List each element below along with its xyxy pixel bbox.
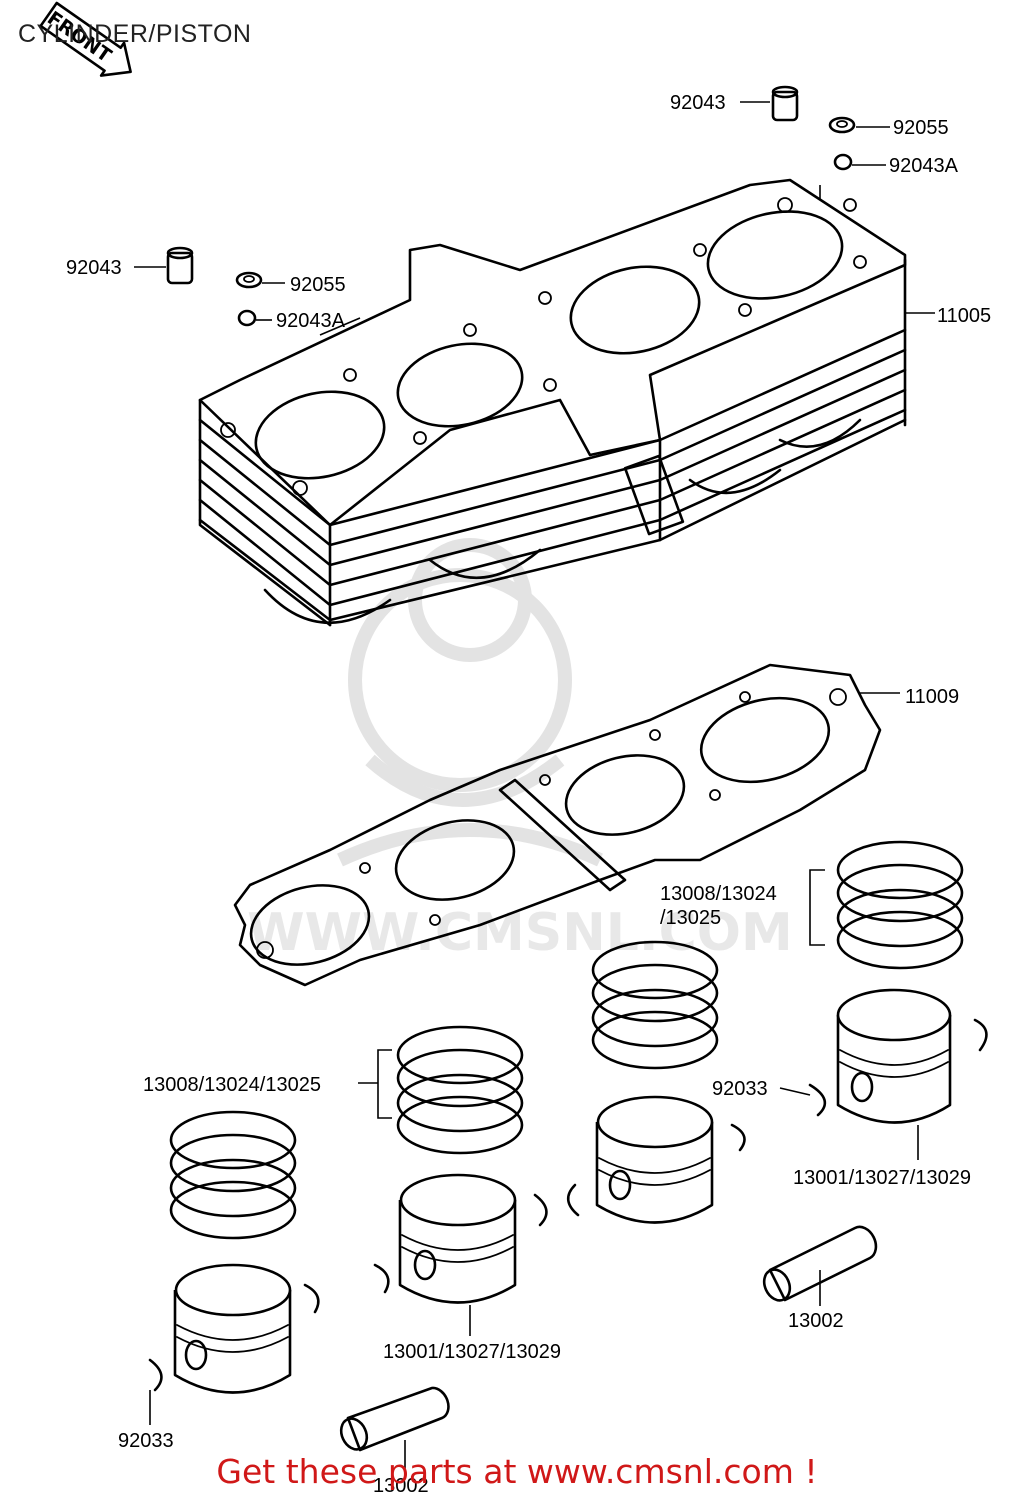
label-92033-left: 92033 [118, 1430, 174, 1452]
label-piston-right: 13001/13027/13029 [793, 1167, 971, 1189]
label-92055-left: 92055 [290, 274, 346, 296]
top-dowel-pin [771, 85, 799, 122]
label-92043a-left: 92043A [276, 310, 346, 332]
label-92043a-top: 92043A [889, 155, 959, 177]
top-washer [828, 116, 856, 134]
label-rings-right-line1: 13008/13024 [660, 883, 777, 905]
cmsnl-footer-link[interactable]: Get these parts at www.cmsnl.com ! [216, 1452, 818, 1491]
left-oring [237, 309, 257, 327]
ring-set-mid [396, 1025, 524, 1155]
piston-pin-right [762, 1225, 878, 1302]
piston-pin-bottom [339, 1386, 450, 1452]
left-washer [235, 271, 263, 289]
ring-set-left [169, 1110, 297, 1240]
label-92055-top: 92055 [893, 117, 949, 139]
label-rings-right-line2: /13025 [660, 907, 721, 929]
label-11005: 11005 [937, 305, 991, 327]
left-dowel-pin [166, 246, 194, 285]
piston-right [836, 988, 952, 1124]
cylinder-block [198, 178, 907, 627]
callout-labels: 92043 92055 92043A 92043 92055 92043A 11… [66, 92, 991, 1497]
piston-left [173, 1263, 292, 1394]
cylinder-gasket [233, 663, 882, 987]
label-rings-left: 13008/13024/13025 [143, 1074, 321, 1096]
page-title: CYLINDER/PISTON [18, 20, 252, 48]
circlips [148, 1018, 988, 1392]
leader-lines [134, 101, 935, 1475]
piston-mid [398, 1173, 517, 1304]
ring-set-center [591, 940, 719, 1070]
label-92043-top: 92043 [670, 92, 726, 114]
ring-set-right [836, 840, 964, 970]
top-oring [833, 153, 853, 171]
label-92033-right: 92033 [712, 1078, 768, 1100]
label-92043-left: 92043 [66, 257, 122, 279]
label-13002-bottom: 13002 [373, 1475, 429, 1497]
label-13002-right: 13002 [788, 1310, 844, 1332]
watermark-logo: WWW.CMSNL.COM [247, 538, 793, 963]
piston-center [595, 1095, 714, 1224]
label-piston-mid: 13001/13027/13029 [383, 1341, 561, 1363]
label-11009: 11009 [905, 686, 959, 708]
